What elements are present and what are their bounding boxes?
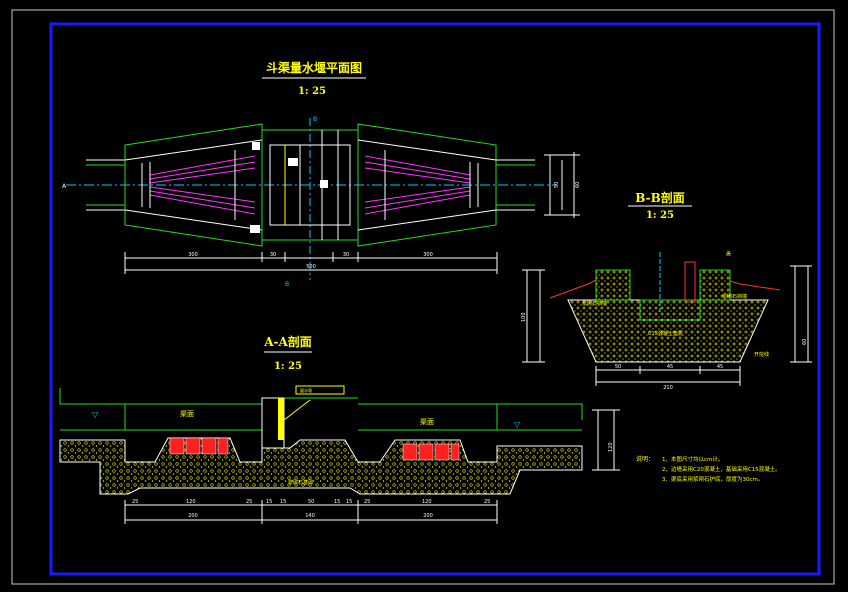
plan-view-scale: 1: 25 [298,86,326,97]
section-aa-dim-top-2: 25 [246,499,252,505]
section-aa-weir-label: 量水堰 [300,387,312,393]
plan-dim-total: 500 [306,264,316,270]
section-aa-water-symbol-right: ▽ [514,420,521,429]
section-aa-dim-top-8: 25 [364,499,370,505]
section-aa-dim-height: 120 [608,442,614,452]
section-aa-dim-bottom-1: 140 [305,513,315,519]
section-aa-dim-top-3: 15 [266,499,272,505]
notes-heading: 说明： [636,455,654,463]
section-aa-base-label: 浆砌石基础 [288,479,313,486]
section-bb-cap-label: 盖 [726,250,731,257]
inner-frame [49,22,821,576]
notes-item-3: 3、渠底采用浆砌石护底，厚度为30cm。 [662,475,763,483]
section-aa-dim-top-0: 25 [132,499,138,505]
section-aa-title: A-A剖面 [263,334,312,349]
notes-block: 说明： 1、本图尺寸均以cm计。 2、边墙采用C20混凝土，基础采用C15混凝土… [636,455,781,483]
notes-item-2: 2、边墙采用C20混凝土，基础采用C15混凝土。 [662,465,781,473]
section-aa-water-symbol-left: ▽ [92,410,99,419]
section-aa-dim-top-5: 50 [308,499,314,505]
section-aa-scale: 1: 25 [274,361,302,372]
section-aa-dim-top-6: 15 [334,499,340,505]
section-mark-b-top: B [313,116,317,123]
plan-dim-width-b: 60 [575,182,581,188]
section-bb-bottom-b: 45 [667,364,673,370]
section-bb-scale: 1: 25 [646,210,674,221]
section-aa-dim-top-7: 15 [346,499,352,505]
section-mark-b-bottom: B [285,281,289,288]
section-aa-dim-top-9: 120 [422,499,432,505]
plan-dim-mid-b: 30 [343,252,349,258]
section-bb-right-fill-label: 浆砌石挡墙 [722,293,747,300]
section-aa-dim-bottom-2: 200 [423,513,433,519]
section-mark-a-left: A [62,183,67,190]
section-bb-bottom-c: 45 [717,364,723,370]
plan-view-title: 斗渠量水堰平面图 [266,60,362,75]
plan-dim-right: 300 [423,252,433,258]
plan-dim-mid-a: 30 [270,252,276,258]
section-aa-dim-top-10: 25 [484,499,490,505]
section-bb-height-part: 60 [802,339,808,345]
section-bb-bottom-a: 50 [615,364,621,370]
section-aa-dim-top-4: 15 [280,499,286,505]
section-aa-dim-top-1: 120 [186,499,196,505]
outer-frame [11,9,835,585]
section-aa: A-A剖面 1: 25 ▽ ▽ 渠面 渠面 量水堰 [59,334,620,524]
section-bb-bottom-total: 210 [663,385,673,391]
plan-view: 斗渠量水堰平面图 1: 25 A B B [62,60,581,288]
section-bb-base-label: 开挖线 [754,351,769,358]
section-bb-core-label: C15混凝土垫层 [648,330,683,337]
section-aa-left-water-label: 渠面 [180,409,194,418]
section-bb-height-total: 100 [521,312,527,322]
section-aa-dim-bottom-0: 200 [188,513,198,519]
plan-dim-left: 300 [188,252,198,258]
notes-item-1: 1、本图尺寸均以cm计。 [662,455,723,463]
plan-dim-width-a: 50 [554,182,560,188]
section-bb: B-B剖面 1: 25 盖 浆砌石挡墙 浆砌石挡墙 C15混凝土垫层 开挖线 1… [521,190,812,391]
section-bb-left-fill-label: 浆砌石挡墙 [582,300,607,307]
section-aa-right-water-label: 渠面 [420,417,434,426]
section-bb-title: B-B剖面 [635,190,685,205]
